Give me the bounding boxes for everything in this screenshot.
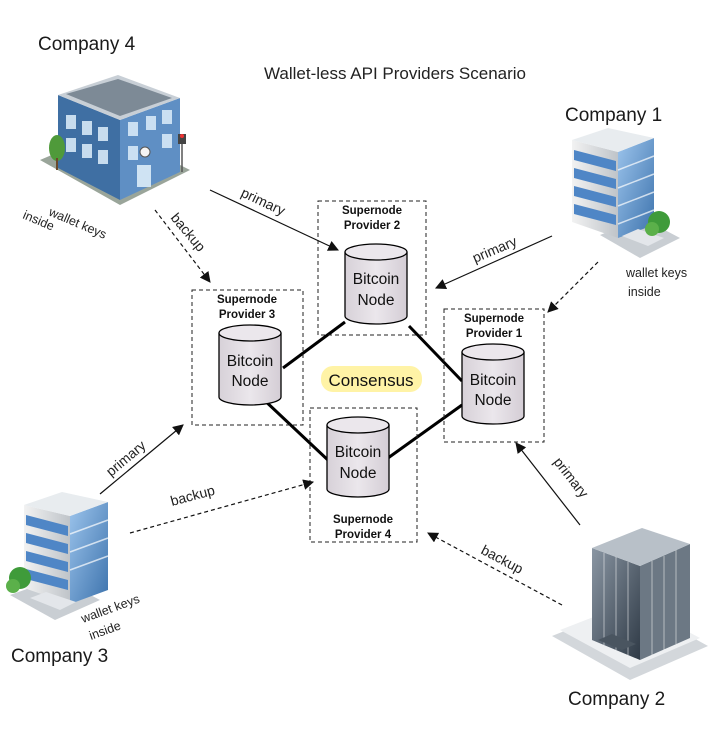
provider-2-label-line1: Supernode <box>342 205 402 217</box>
arrow-c3-primary <box>99 424 184 495</box>
company-1-note-line1: wallet keys <box>625 266 687 280</box>
company-1-building-icon <box>572 128 680 258</box>
arrow-c2-backup <box>427 532 563 606</box>
provider-1-bitcoin-node: Bitcoin Node <box>461 343 525 425</box>
arrow-c3-backup <box>129 479 315 534</box>
provider-2-node-line2: Node <box>357 292 394 309</box>
provider-4-label-line1: Supernode <box>333 514 393 526</box>
company-1-note-line2: inside <box>628 285 661 299</box>
provider-3-node-line1: Bitcoin <box>227 353 274 370</box>
company-4-label: Company 4 <box>38 34 136 55</box>
edge-label-c2-primary: primary <box>551 454 592 501</box>
provider-1-node-line1: Bitcoin <box>470 372 517 389</box>
provider-1-label-line2: Provider 1 <box>466 328 523 340</box>
provider-1-label-line1: Supernode <box>464 313 524 325</box>
company-3-label: Company 3 <box>11 646 108 667</box>
consensus-links <box>260 320 464 464</box>
arrow-c2-primary <box>515 442 581 526</box>
arrow-c1-primary <box>435 235 553 289</box>
consensus-label: Consensus <box>328 371 413 390</box>
arrow-c4-primary <box>209 189 339 251</box>
provider-3-box <box>191 289 304 426</box>
edge-label-c2-backup: backup <box>479 542 527 577</box>
provider-1-node-line2: Node <box>474 392 511 409</box>
provider-2-label-line2: Provider 2 <box>344 220 400 232</box>
provider-4-box <box>309 407 418 543</box>
provider-3-bitcoin-node: Bitcoin Node <box>218 324 282 406</box>
arrow-c1-backup <box>547 261 599 313</box>
link-p2-p1 <box>407 324 464 383</box>
company-1-label: Company 1 <box>565 105 662 126</box>
arrow-c4-backup <box>154 209 211 283</box>
edge-label-c4-primary: primary <box>239 184 288 218</box>
provider-4-node-line1: Bitcoin <box>335 444 382 461</box>
provider-1-box <box>443 308 545 443</box>
provider-4-label-line2: Provider 4 <box>335 529 392 541</box>
provider-3-label-line2: Provider 3 <box>219 309 275 321</box>
consensus-highlight <box>321 366 422 392</box>
link-p2-p3 <box>282 320 346 370</box>
provider-3-node-line2: Node <box>231 373 268 390</box>
link-p3-p4 <box>260 396 332 464</box>
company-2-label: Company 2 <box>568 689 665 710</box>
diagram-title: Wallet-less API Providers Scenario <box>264 64 526 83</box>
company-4-building-icon <box>40 75 190 205</box>
link-p4-p1 <box>387 403 463 460</box>
company-3-building-icon <box>6 492 109 620</box>
provider-4-node-line2: Node <box>339 465 376 482</box>
provider-4-bitcoin-node: Bitcoin Node <box>326 416 390 498</box>
provider-2-box <box>317 200 427 336</box>
edge-label-c1-primary: primary <box>470 233 519 266</box>
provider-2-bitcoin-node: Bitcoin Node <box>344 243 408 325</box>
edge-label-c4-backup: backup <box>168 210 209 255</box>
edge-label-c3-backup: backup <box>169 482 217 509</box>
company-2-building-icon <box>552 528 708 680</box>
provider-2-node-line1: Bitcoin <box>353 271 400 288</box>
provider-3-label-line1: Supernode <box>217 294 277 306</box>
